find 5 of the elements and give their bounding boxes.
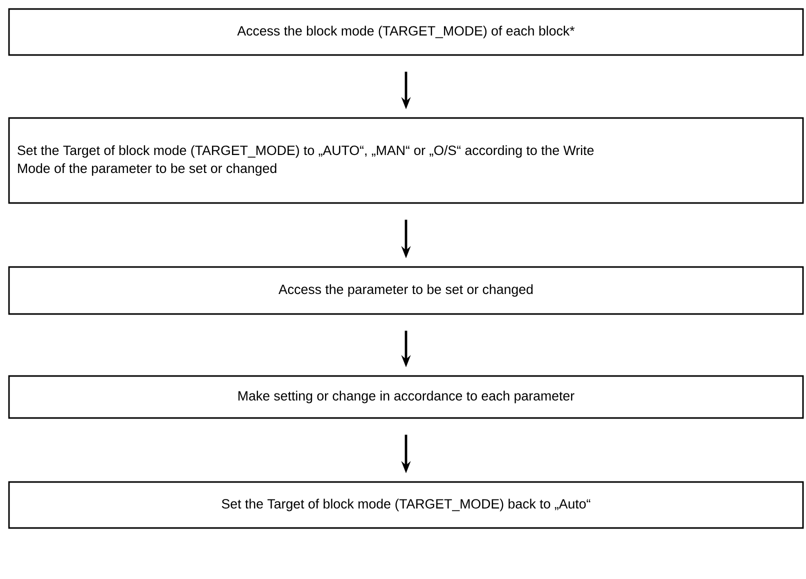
- process-box: Access the parameter to be set or changed: [8, 266, 804, 315]
- process-box: Set the Target of block mode (TARGET_MODE) back to „Auto“: [8, 481, 804, 529]
- process-box: Set the Target of block mode (TARGET_MODE) to „AUTO“, „MAN“ or „O/S“ according to the Write Mode of the parameter to be set or changed: [8, 117, 804, 204]
- process-box: Make setting or change in accordance to each parameter: [8, 375, 804, 419]
- process-box: Access the block mode (TARGET_MODE) of each block*: [8, 8, 804, 56]
